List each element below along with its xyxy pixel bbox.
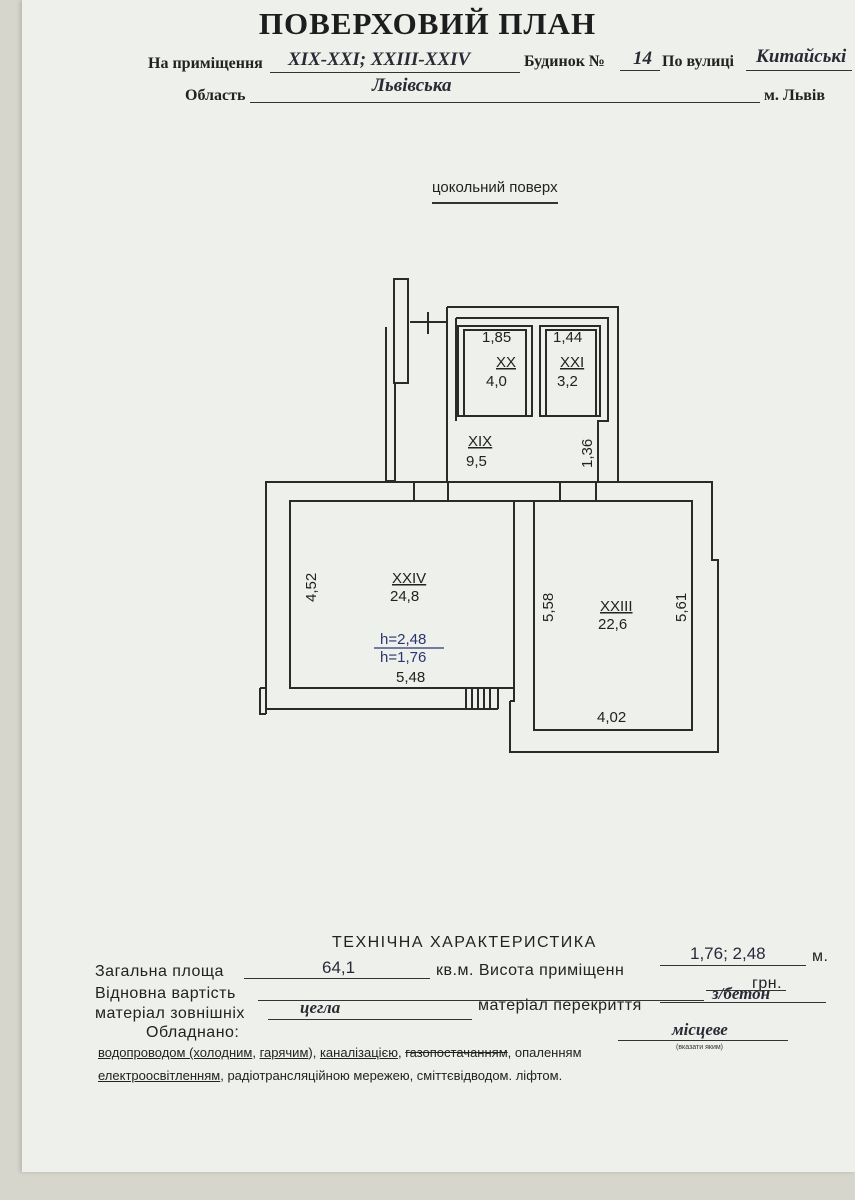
premises-value: XIX-XXI; XXIII-XXIV — [288, 49, 471, 70]
wall-material-value: цегла — [300, 998, 341, 1017]
room-xxi-dim: 1,44 — [553, 329, 582, 346]
currency-underline — [706, 990, 786, 991]
equipped-label: Обладнано: — [146, 1024, 240, 1041]
wall-material-underline — [268, 1019, 472, 1020]
height-underline — [660, 965, 806, 966]
room-xxiv-number: XXIV — [392, 570, 426, 587]
height-value: 1,76; 2,48 — [690, 944, 766, 963]
equip-water-cold: водопроводом (холодним — [98, 1045, 253, 1060]
equip-gas: газопостачанням — [405, 1045, 508, 1060]
tech-heading: ТЕХНІЧНА ХАРАКТЕРИСТИКА — [332, 934, 597, 951]
equipment-line-1: водопроводом (холодним, гарячим), каналі… — [98, 1045, 582, 1060]
room-xx-number: XX — [496, 354, 516, 371]
currency-label: грн. — [752, 975, 783, 992]
equip-water-hot: гарячим — [259, 1045, 309, 1060]
total-area-value: 64,1 — [322, 958, 356, 977]
document-sheet — [22, 0, 855, 1172]
ceiling-label: матеріал перекриття — [478, 997, 642, 1014]
region-label: Область — [185, 87, 246, 104]
equipment-line-2: електроосвітленням, радіотрансляційною м… — [98, 1068, 562, 1083]
equip-heating-label: , опаленням — [507, 1045, 582, 1060]
street-value: Китайські — [756, 46, 847, 67]
height-unit: м. — [812, 948, 829, 965]
region-underline — [250, 102, 760, 103]
room-xix-area: 9,5 — [466, 453, 487, 470]
building-label: Будинок № — [524, 53, 605, 70]
equip-sep-3: , — [397, 1045, 406, 1060]
room-xxiv-height-2: h=1,76 — [380, 649, 426, 666]
room-xxi-area: 3,2 — [557, 373, 578, 390]
ceiling-underline — [660, 1002, 826, 1003]
building-value: 14 — [633, 48, 652, 69]
ceiling-value: з/бетон — [712, 984, 771, 1003]
room-xxiv-height-1: h=2,48 — [380, 631, 426, 648]
street-underline — [746, 70, 852, 71]
total-area-label: Загальна площа — [95, 963, 224, 980]
page-title: ПОВЕРХОВИЙ ПЛАН — [258, 6, 597, 41]
room-xxiii-number: XXIII — [600, 598, 633, 615]
city-label: м. Львів — [764, 87, 826, 104]
floor-plan: 1,85 XX 4,0 1,44 XXI 3,2 XIX 9,5 1,36 4,… — [259, 278, 719, 753]
room-xx-dim: 1,85 — [482, 329, 511, 346]
restoration-label: Відновна вартість — [95, 985, 236, 1002]
equip-sep-2: ), — [308, 1045, 320, 1060]
street-label: По вулиці — [662, 53, 734, 70]
equip-sep-1: , — [252, 1045, 260, 1060]
room-xx-area: 4,0 — [486, 373, 507, 390]
room-xxi-number: XXI — [560, 354, 584, 371]
room-xxiv-area: 24,8 — [390, 588, 419, 605]
heating-underline — [618, 1040, 788, 1041]
floor-label: цокольний поверх — [432, 179, 558, 204]
room-xix-number: XIX — [468, 433, 492, 450]
building-underline — [620, 70, 660, 71]
heating-note: (вказати яким) — [676, 1044, 723, 1051]
wall-material-label: матеріал зовнішніх — [95, 1005, 245, 1022]
total-area-underline — [244, 978, 430, 979]
room-xxiii-dim-left: 5,58 — [540, 593, 557, 622]
room-xix-dim: 1,36 — [579, 439, 596, 468]
restoration-underline — [258, 1000, 704, 1001]
room-xxiii-dim-right: 5,61 — [673, 593, 690, 622]
region-value: Львівська — [372, 75, 452, 96]
room-xxiv-dim-side: 4,52 — [303, 573, 320, 602]
room-xxiii-area: 22,6 — [598, 616, 627, 633]
equip-electric: електроосвітленням — [98, 1068, 221, 1083]
premises-underline — [270, 72, 520, 73]
room-xxiii-dim-bottom: 4,02 — [597, 709, 626, 726]
heating-value: місцеве — [672, 1020, 728, 1039]
equip-other: , радіотрансляційною мережею, сміттєвідв… — [220, 1068, 563, 1083]
room-xxiv-dim-bottom: 5,48 — [396, 669, 425, 686]
premises-label: На приміщення — [148, 55, 263, 72]
equip-sewerage: каналізацією — [319, 1045, 398, 1060]
units-label: кв.м. Висота приміщенн — [436, 962, 625, 979]
